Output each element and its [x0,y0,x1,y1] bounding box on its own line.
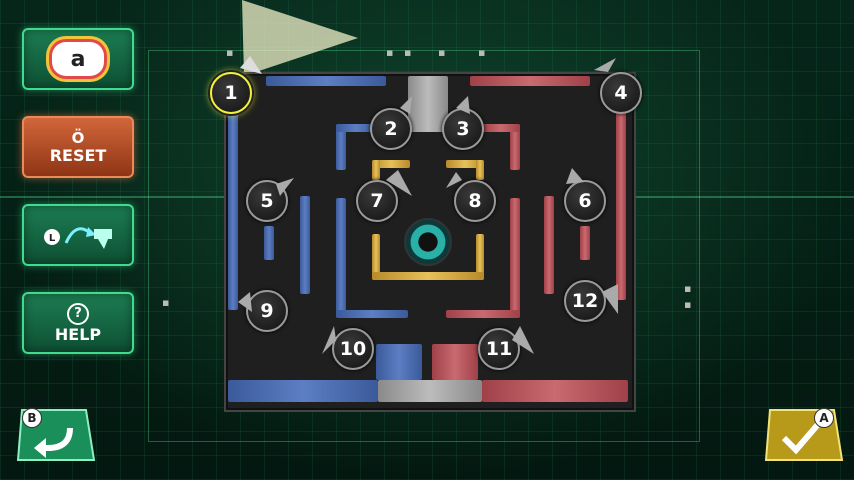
camera-label: 7 [370,190,384,212]
camera-label: 5 [260,190,274,212]
a-button-badge: A [814,408,834,428]
camera-label: 12 [571,290,599,312]
wall-segment [336,310,408,318]
wall-segment [476,234,484,280]
marker-icon: ▪ [684,298,692,311]
frame-border [148,50,700,442]
wall-segment [266,76,386,86]
wall-segment [228,380,378,402]
marker-icon: ▪ [438,46,446,59]
wall-segment [482,380,628,402]
camera-label: 10 [339,338,367,360]
camera-label: 11 [485,338,513,360]
wall-segment [580,226,590,260]
camera-label: 2 [384,118,398,140]
marker-icon: ▪ [404,46,412,59]
wall-segment [336,198,346,318]
camera-5-button[interactable]: 5 [246,180,288,222]
wall-segment [372,272,484,280]
wall-segment [510,124,520,170]
reset-label: RESET [49,145,107,165]
vault-core [404,218,452,266]
camera-9-button[interactable]: 9 [246,290,288,332]
wall-segment [432,344,478,380]
wall-segment [446,310,520,318]
help-label: HELP [54,324,102,344]
wall-segment [476,160,484,180]
b-button-badge: B [22,408,42,428]
camera-label: 6 [578,190,592,212]
camera-light-beam [242,0,358,76]
help-button[interactable]: ? HELP [22,292,134,354]
wall-segment [470,76,590,86]
camera-6-button[interactable]: 6 [564,180,606,222]
camera-label: 3 [456,118,470,140]
wall-segment [300,196,310,294]
marker-icon: ▪ [478,46,486,59]
marker-icon: ▪ [162,296,170,309]
camera-4-button[interactable]: 4 [600,72,642,114]
help-icon: ? [67,302,89,325]
wall-segment [336,124,346,170]
wall-segment [616,110,626,300]
camera-2-button[interactable]: 2 [370,108,412,150]
camera-1-button[interactable]: 1 [210,72,252,114]
camera-12-button[interactable]: 12 [564,280,606,322]
wall-segment [446,160,484,168]
camera-label: 4 [614,82,628,104]
wall-segment [372,160,410,168]
camera-label: 1 [224,82,238,104]
wall-segment [544,196,554,294]
wall-segment [482,124,520,132]
svg-text:L: L [49,233,56,244]
l-button-camera-swap-icon: L [44,227,112,249]
marker-icon: ▪ [226,46,234,59]
confirm-button[interactable]: A [762,404,844,462]
wall-segment [228,110,238,310]
wall-segment [510,198,520,318]
entrance-gate [408,76,448,132]
wall-segment [378,380,482,402]
wall-segment [372,234,380,280]
camera-11-button[interactable]: 11 [478,328,520,370]
wall-segment [372,160,380,180]
reset-icon: Ö [71,128,85,147]
camera-label: 9 [260,300,274,322]
amiibo-button[interactable]: a [22,28,134,90]
amiibo-icon: a [52,42,104,76]
back-button[interactable]: B [14,404,96,462]
camera-7-button[interactable]: 7 [356,180,398,222]
camera-label: 8 [468,190,482,212]
camera-10-button[interactable]: 10 [332,328,374,370]
wall-segment [376,344,422,380]
marker-icon: ▪ [684,282,692,295]
wall-segment [336,124,376,132]
marker-icon: ▪ [386,46,394,59]
reset-button[interactable]: Ö RESET [22,116,134,178]
wall-segment [264,226,274,260]
camera-3-button[interactable]: 3 [442,108,484,150]
camera-view-button[interactable]: L [22,204,134,266]
camera-8-button[interactable]: 8 [454,180,496,222]
